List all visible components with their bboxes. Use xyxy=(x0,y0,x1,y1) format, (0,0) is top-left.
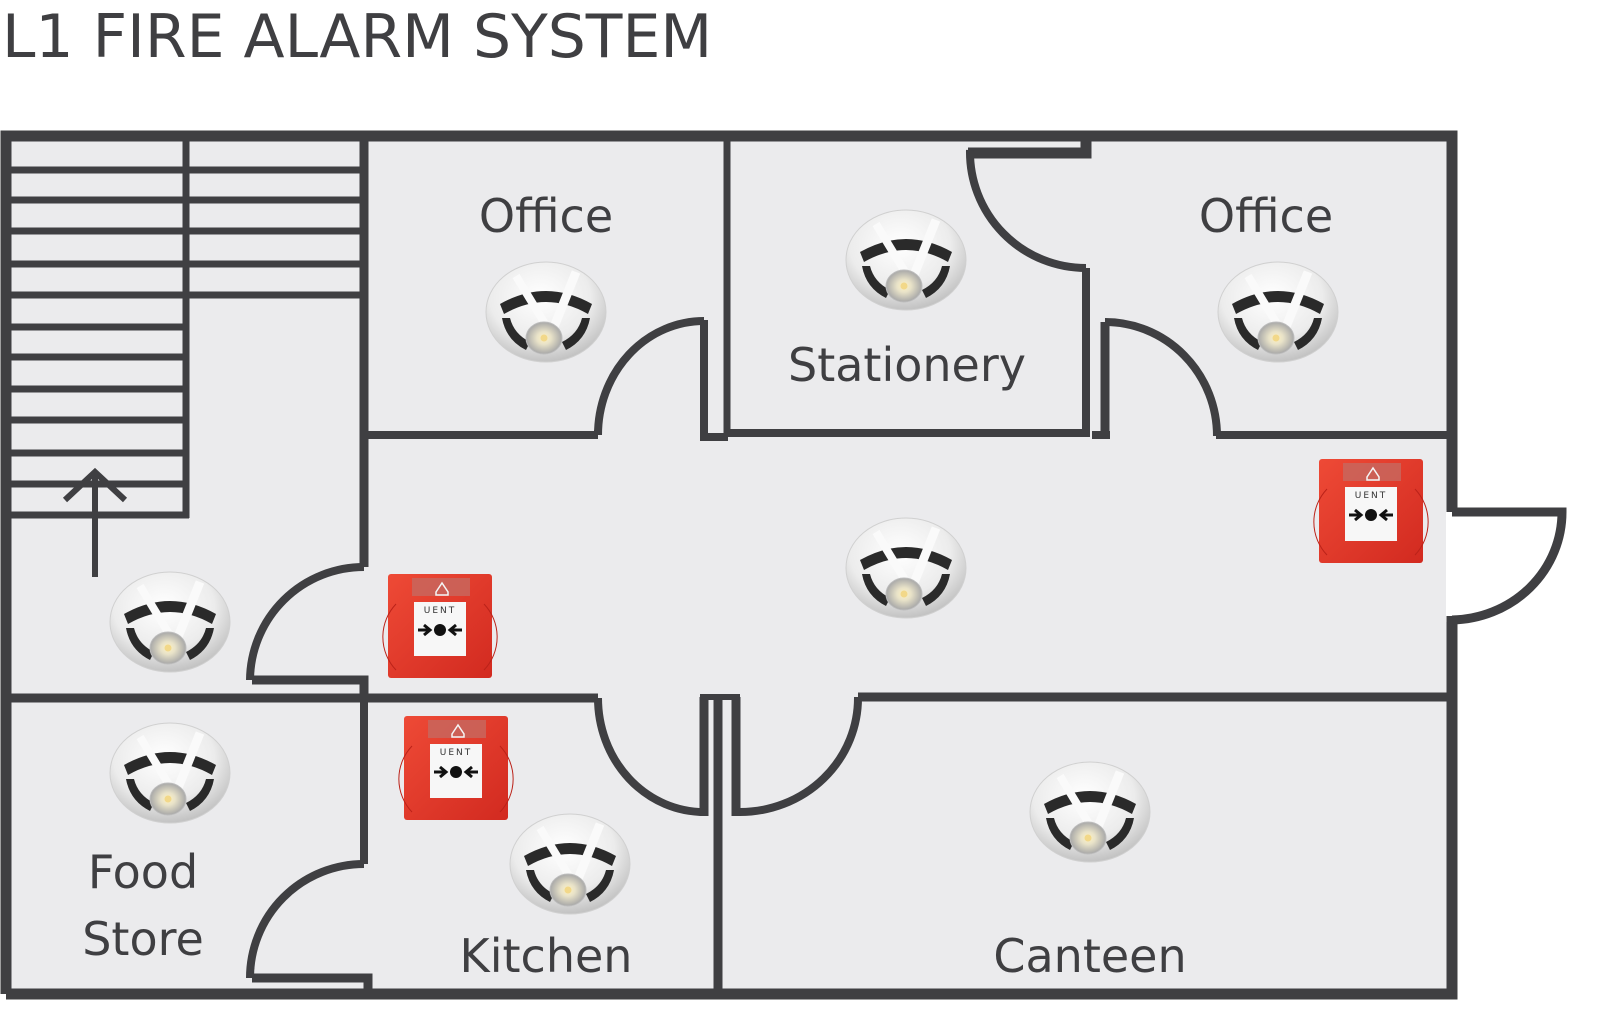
door-kitchen xyxy=(594,697,705,816)
smoke-detector-icon[interactable] xyxy=(1030,762,1150,862)
stair-treads xyxy=(10,166,362,519)
smoke-detector-icon[interactable] xyxy=(1218,262,1338,362)
interior-walls xyxy=(6,140,1452,994)
door-food-store xyxy=(246,860,365,979)
room-label-stationery: Stationery xyxy=(788,338,1026,392)
door-office-2 xyxy=(1104,318,1221,437)
door-stair-corridor xyxy=(246,563,365,681)
smoke-detector-icon[interactable] xyxy=(486,262,606,362)
room-label-kitchen: Kitchen xyxy=(460,929,633,983)
room-label-office-1: Office xyxy=(479,189,613,243)
door-swings xyxy=(246,149,1567,979)
room-label-food-store-line2: Store xyxy=(82,912,204,966)
arrow-up-icon xyxy=(62,467,128,577)
door-canteen xyxy=(739,696,863,816)
manual-call-point-icon[interactable] xyxy=(1312,457,1430,565)
door-stationery xyxy=(965,149,1087,272)
smoke-detector-icon[interactable] xyxy=(846,518,966,618)
door-office-1 xyxy=(594,317,705,436)
door-exit xyxy=(1451,507,1567,625)
manual-call-point-icon[interactable] xyxy=(397,714,515,822)
room-label-food-store-line1: Food xyxy=(88,845,198,899)
outer-walls xyxy=(0,130,1458,1000)
room-label-canteen: Canteen xyxy=(993,929,1186,983)
smoke-detector-icon[interactable] xyxy=(510,814,630,914)
smoke-detector-icon[interactable] xyxy=(110,572,230,672)
smoke-detector-icon[interactable] xyxy=(846,210,966,310)
smoke-detector-icon[interactable] xyxy=(110,723,230,823)
manual-call-point-icon[interactable] xyxy=(381,572,499,680)
page-title: L1 FIRE ALARM SYSTEM xyxy=(2,2,713,72)
room-label-office-2: Office xyxy=(1199,189,1333,243)
stairwell xyxy=(10,140,362,577)
